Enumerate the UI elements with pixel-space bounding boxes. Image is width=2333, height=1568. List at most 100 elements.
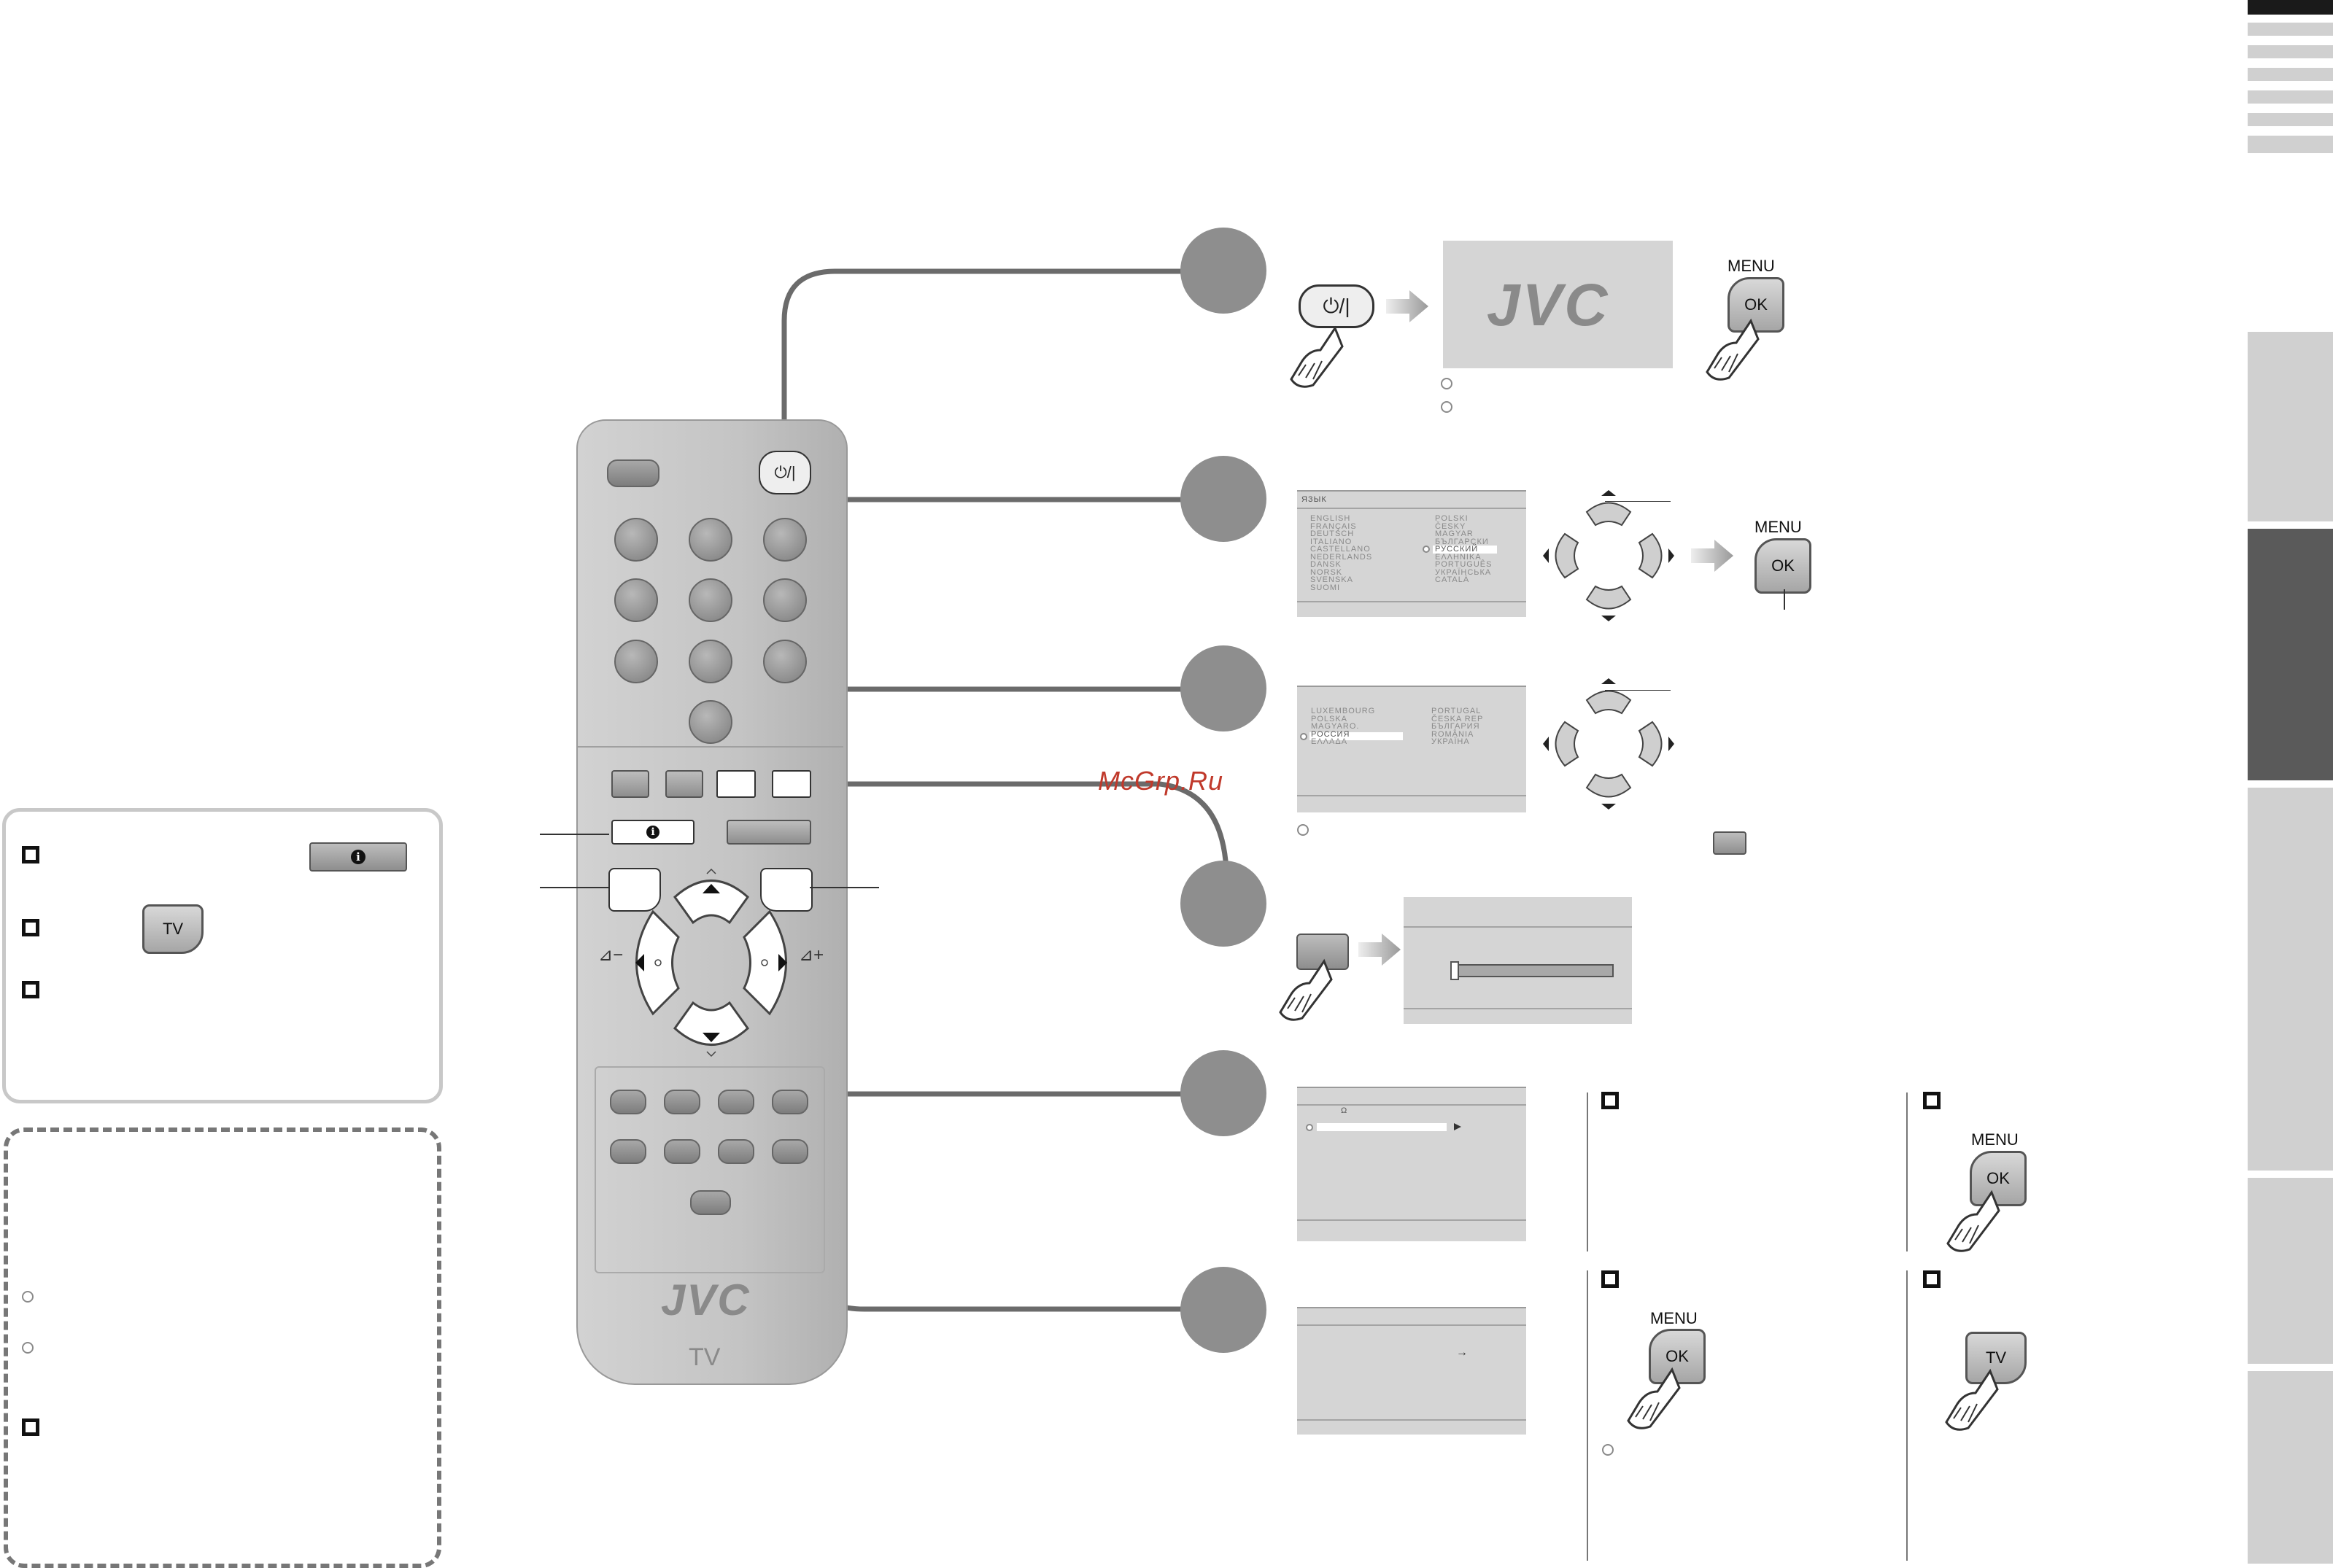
index-tab-6 — [2248, 136, 2333, 153]
remote-number-button[interactable] — [689, 518, 732, 562]
column-divider — [1906, 1270, 1908, 1561]
language-selection-bar — [1433, 546, 1497, 554]
remote-teletext-key[interactable] — [772, 1090, 808, 1114]
remote-number-button[interactable] — [689, 700, 732, 744]
step-5-circle — [1180, 1050, 1266, 1136]
remote-wide-key[interactable] — [727, 820, 811, 845]
osd-list-item: SVENSKA — [1310, 575, 1353, 584]
remote-teletext-key[interactable] — [718, 1090, 754, 1114]
step-6-circle — [1180, 1267, 1266, 1353]
section-tab-5 — [2248, 1371, 2333, 1564]
osd-divider — [1297, 508, 1526, 509]
remote-color-key[interactable] — [665, 770, 703, 798]
remote-dpad[interactable] — [624, 868, 799, 1057]
remote-volume-minus: ⊿− — [598, 945, 624, 965]
pointing-hand-icon — [1706, 318, 1760, 381]
osd-list-item: SUOMI — [1310, 583, 1341, 592]
pointing-hand-icon — [1290, 325, 1344, 388]
step5-menu-label: MENU — [1971, 1130, 2019, 1149]
osd-list-item: CASTELLANO — [1310, 545, 1371, 554]
note-ring-bullet — [22, 1291, 34, 1303]
step1-splash-screen — [1443, 241, 1673, 368]
tips-info-button: i — [309, 842, 407, 872]
osd-list-item: ČESKA REP — [1431, 714, 1484, 723]
step6-note-bullet — [1601, 1270, 1619, 1288]
step1-note-bullet — [1441, 378, 1452, 389]
step1-menu-label: MENU — [1727, 257, 1775, 275]
osd-list-item: ΕΛΛΑΔΑ — [1311, 737, 1348, 746]
step4-search-osd — [1404, 897, 1632, 1024]
remote-color-key-white[interactable] — [716, 770, 756, 798]
remote-jvc-logo: JVC — [661, 1276, 751, 1324]
osd-list-item: ENGLISH — [1310, 514, 1351, 523]
remote-teletext-key[interactable] — [610, 1090, 646, 1114]
tips-tv-label: TV — [162, 920, 184, 938]
remote-number-button[interactable] — [689, 578, 732, 622]
index-tab-4 — [2248, 90, 2333, 104]
column-divider — [1906, 1092, 1908, 1251]
callout-line — [1605, 690, 1671, 691]
remote-number-button[interactable] — [614, 518, 658, 562]
step6-alt-bullet — [1923, 1270, 1941, 1288]
remote-number-button[interactable] — [614, 640, 658, 683]
remote-left-white-key[interactable] — [608, 868, 661, 912]
osd-list-item: БЪЛГАРИЯ — [1431, 722, 1480, 731]
remote-teletext-key[interactable] — [664, 1139, 700, 1164]
remote-teletext-key[interactable] — [772, 1139, 808, 1164]
remote-lower-panel — [595, 1066, 825, 1273]
triangle-right-icon — [1454, 1123, 1461, 1130]
remote-teletext-key[interactable] — [664, 1090, 700, 1114]
osd-list-item: ΕΛΛΗΝΙΚΑ — [1435, 552, 1482, 562]
index-tab-2 — [2248, 45, 2333, 58]
osd-list-item: ROMÂNIA — [1431, 729, 1474, 739]
step5-ok-label: OK — [1986, 1169, 2010, 1187]
step-1-circle — [1180, 228, 1266, 314]
remote-color-key-white[interactable] — [772, 770, 811, 798]
osd-list-item: РУССКИЙ — [1435, 545, 1479, 554]
index-tab-3 — [2248, 68, 2333, 81]
osd-list-item: ČESKY — [1435, 521, 1466, 531]
tips-box — [2, 808, 443, 1103]
remote-number-button[interactable] — [763, 640, 807, 683]
remote-power-button[interactable]: ⏻/| — [759, 451, 811, 494]
remote-number-button[interactable] — [614, 578, 658, 622]
remote-model-label: TV — [689, 1343, 721, 1371]
remote-color-key[interactable] — [611, 770, 649, 798]
remote-teletext-key[interactable] — [718, 1139, 754, 1164]
osd-list-item: FRANÇAIS — [1310, 521, 1357, 531]
callout-line — [810, 887, 879, 888]
osd-divider — [1297, 1419, 1526, 1421]
remote-top-left-button[interactable] — [607, 459, 659, 487]
remote-number-button[interactable] — [689, 640, 732, 683]
search-progress-track — [1450, 964, 1614, 977]
callout-line — [540, 887, 609, 888]
section-tab-3 — [2248, 788, 2333, 1171]
osd-list-item: PORTUGAL — [1431, 707, 1482, 715]
step-3-circle — [1180, 645, 1266, 731]
remote-info-button[interactable]: i — [611, 820, 695, 845]
remote-right-white-key[interactable] — [760, 868, 813, 912]
step2-menu-label: MENU — [1754, 518, 1802, 536]
osd-list-item: CATALÀ — [1435, 575, 1470, 584]
remote-teletext-key[interactable] — [610, 1139, 646, 1164]
tip-bullet — [22, 846, 39, 863]
index-tab-5 — [2248, 113, 2333, 126]
callout-line — [1605, 501, 1671, 502]
step1-ok-button: OK — [1727, 277, 1784, 333]
remote-number-button[interactable] — [763, 578, 807, 622]
osd-list-item: POLSKA — [1311, 714, 1348, 723]
step5-note-bullet — [1601, 1092, 1619, 1109]
final-arrow: → — [1456, 1346, 1468, 1359]
remote-small-round-key[interactable] — [690, 1190, 731, 1215]
remote-number-button[interactable] — [763, 518, 807, 562]
osd-list-item: POLSKI — [1435, 514, 1469, 523]
step2-language-osd: ЯЗЫК — [1297, 490, 1526, 617]
osd-divider — [1297, 1219, 1526, 1221]
step1-splash-logo: JVC — [1487, 272, 1610, 338]
step6-menu-label: MENU — [1650, 1309, 1698, 1327]
country-selected-marker — [1300, 733, 1307, 740]
osd-list-item: УКРАЇНСЬКА — [1435, 567, 1492, 577]
section-tab-active — [2248, 529, 2333, 780]
step3-country-osd — [1297, 686, 1526, 812]
